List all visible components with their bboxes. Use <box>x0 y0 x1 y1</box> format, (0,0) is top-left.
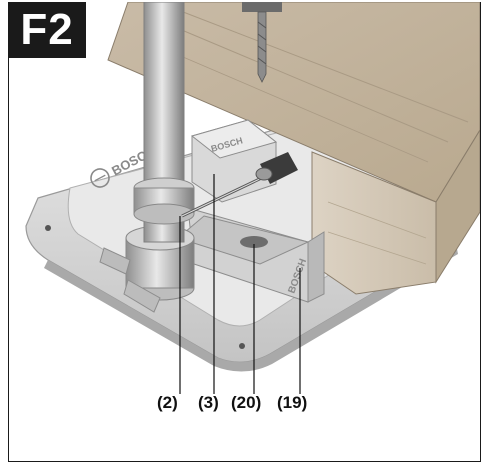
leader-lines <box>179 174 301 394</box>
figure-label: F2 <box>8 2 86 58</box>
screw-hole <box>239 343 245 349</box>
drill-bit <box>257 11 267 83</box>
screw-hole <box>45 225 51 231</box>
drill-stand-illustration: BOSCH BOSCH BOSCH <box>25 2 480 394</box>
